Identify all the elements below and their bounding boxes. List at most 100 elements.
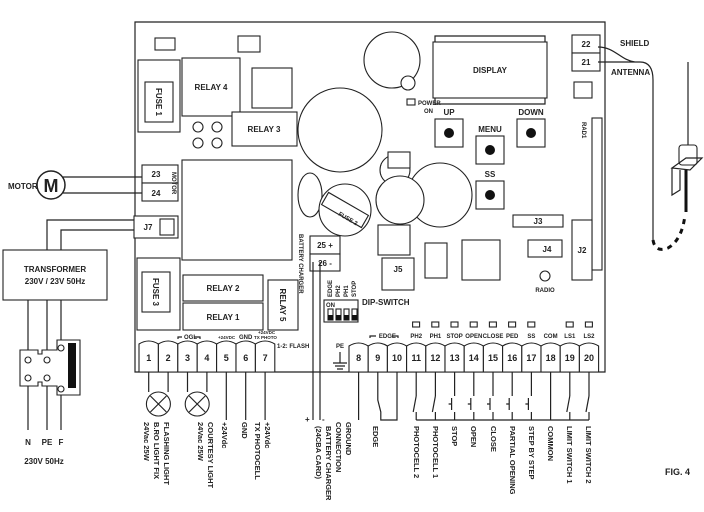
terminal-19-number: 19 xyxy=(565,353,575,363)
terminal-8-number: 8 xyxy=(356,353,361,363)
rad1-label: RAD1 xyxy=(580,122,586,139)
v24-header: +24VDC xyxy=(218,335,236,340)
tx-header-2: TX PHOTO xyxy=(254,335,277,340)
ss-button-label: SS xyxy=(485,170,496,179)
dip-label: EDGE xyxy=(328,280,334,297)
antenna-label: ANTENNA xyxy=(611,68,650,77)
j3-connector xyxy=(512,214,564,228)
input-led xyxy=(450,321,459,328)
component-oval xyxy=(297,172,323,218)
transformer-secondary-wires xyxy=(46,219,134,250)
j2-label: J2 xyxy=(578,246,587,255)
lamp-wire xyxy=(186,372,208,392)
tx-header-1: +24VDC xyxy=(258,330,276,335)
bottom-label: LIMIT SWITCH 2 xyxy=(584,426,593,484)
dip-switch-knob xyxy=(352,315,357,320)
terminal-header-open: OPEN xyxy=(465,334,482,340)
ogl-bracket xyxy=(177,336,201,339)
input-led xyxy=(584,321,593,328)
relay1 xyxy=(182,302,264,331)
bottom-label: GND xyxy=(240,422,249,439)
lamp-cross xyxy=(188,395,206,413)
pushbutton-icon xyxy=(448,398,453,410)
transformer-block-board xyxy=(181,159,293,261)
fuse2 xyxy=(320,191,370,229)
gnd-header: GND xyxy=(239,335,253,341)
input-led xyxy=(469,321,478,328)
pushbutton-icon xyxy=(487,398,491,410)
bottom-label: CLOSE xyxy=(489,426,498,452)
dip-on-label: ON xyxy=(326,303,335,309)
input-led xyxy=(527,321,536,328)
bottom-label: COURTESY LIGHT xyxy=(206,422,215,489)
terminal-24-label: 24 xyxy=(152,189,161,198)
motor-label: MOTOR xyxy=(8,182,38,191)
up-button[interactable] xyxy=(434,118,464,148)
fuse3-label: FUSE 3 xyxy=(151,278,160,307)
transformer xyxy=(2,249,108,301)
relay2-label: RELAY 2 xyxy=(207,284,240,293)
terminal-20 xyxy=(578,342,600,373)
motor-icon xyxy=(36,170,66,200)
bottom-label: PHOTOCELL 2 xyxy=(412,426,421,478)
menu-button-knob xyxy=(485,145,495,155)
bottom-label: 24Vac 25W xyxy=(142,422,151,462)
j3-label: J3 xyxy=(534,217,543,226)
menu-button-label: MENU xyxy=(478,125,502,134)
input-led xyxy=(488,321,497,328)
fuse3 xyxy=(141,271,171,313)
terminal-24 xyxy=(141,182,179,202)
pe-mains-label: PE xyxy=(42,438,53,447)
up-button-knob xyxy=(444,128,454,138)
terminal-6-number: 6 xyxy=(243,353,248,363)
power-on-label-2: ON xyxy=(424,109,433,115)
bottom-label: LIMIT SWITCH 1 xyxy=(565,426,574,484)
bottom-label: BATTERY CHARGER xyxy=(324,426,333,501)
terminal-20-number: 20 xyxy=(584,353,594,363)
relay4 xyxy=(181,57,241,117)
nc-contact-icon xyxy=(412,395,417,413)
bottom-label: COMMON xyxy=(546,426,555,461)
terminal-17-number: 17 xyxy=(526,353,536,363)
terminal-11-number: 11 xyxy=(411,353,421,363)
bottom-label: TX PHOTOCELL xyxy=(253,422,262,480)
pushbutton-icon xyxy=(467,398,472,410)
motor-terminal-label: MOTOR xyxy=(170,172,176,195)
antenna-icon xyxy=(670,62,704,212)
terminal-26-label: 26 - xyxy=(318,259,332,268)
nc-contact-icon xyxy=(585,395,590,413)
j4-connector xyxy=(527,239,563,258)
input-led xyxy=(412,321,421,328)
mains-rating: 230V 50Hz xyxy=(24,457,64,466)
terminal-7 xyxy=(254,340,276,373)
large-capacitor xyxy=(297,87,383,173)
capacitor xyxy=(363,31,421,89)
terminal-22-label: 22 xyxy=(582,40,591,49)
bottom-label: FLASHING LIGHT xyxy=(162,422,171,485)
neutral-label: N xyxy=(25,438,31,447)
capacitor xyxy=(400,75,416,91)
terminal-14-number: 14 xyxy=(469,353,479,363)
radio-label: RADIO xyxy=(535,288,555,294)
terminal-18-number: 18 xyxy=(546,353,556,363)
input-led xyxy=(431,321,440,328)
transformer-rating: 230V / 23V 50Hz xyxy=(25,277,85,286)
terminal-header-edge: EDGE xyxy=(379,334,396,340)
control-board-outline xyxy=(134,21,606,373)
terminal-10-number: 10 xyxy=(392,353,402,363)
pushbutton-icon xyxy=(506,398,510,410)
fuse1 xyxy=(144,81,174,123)
nc-contact-icon xyxy=(431,395,436,413)
relay2 xyxy=(182,274,264,302)
terminal-5-number: 5 xyxy=(224,353,229,363)
terminal-12-number: 12 xyxy=(430,353,440,363)
dip-label: PH1 xyxy=(344,285,350,297)
j5-connector xyxy=(381,257,415,291)
input-led xyxy=(508,321,517,328)
bottom-label: GROUND xyxy=(344,422,353,456)
display-pins xyxy=(434,35,546,105)
power-on-label: POWER xyxy=(418,101,441,107)
display xyxy=(432,41,548,99)
j7-latch xyxy=(159,218,175,236)
